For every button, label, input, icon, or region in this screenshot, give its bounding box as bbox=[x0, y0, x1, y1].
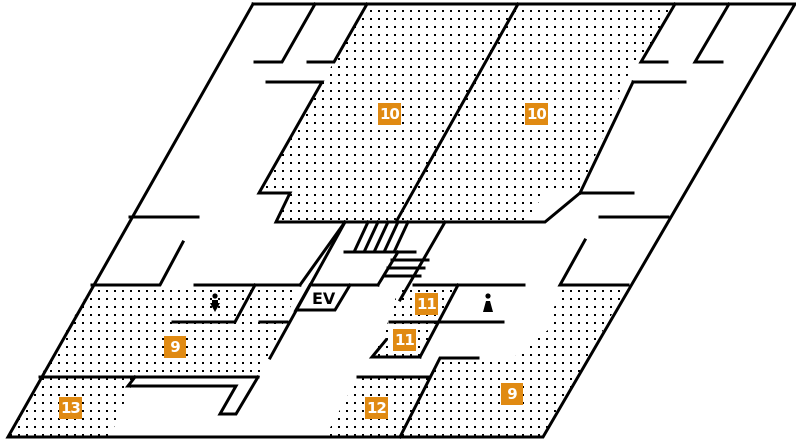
elevator-label[interactable]: EV bbox=[312, 289, 336, 308]
wall bbox=[171, 282, 258, 324]
female-restroom-icon bbox=[210, 293, 220, 312]
male-restroom-icon bbox=[483, 293, 493, 312]
wall bbox=[638, 1, 678, 64]
wall bbox=[368, 337, 422, 359]
wall bbox=[124, 374, 261, 416]
wall bbox=[692, 1, 732, 64]
wall bbox=[578, 80, 635, 195]
stairs bbox=[311, 220, 430, 288]
wall bbox=[256, 80, 635, 224]
zone-9-left-area[interactable] bbox=[40, 285, 300, 377]
wall bbox=[397, 356, 480, 440]
elevator-wall bbox=[293, 282, 353, 312]
wall bbox=[393, 1, 521, 225]
wall bbox=[90, 239, 186, 287]
zone-label-10[interactable]: 10 bbox=[378, 103, 401, 125]
wall bbox=[253, 1, 318, 64]
wall bbox=[306, 1, 370, 64]
wall bbox=[557, 237, 630, 287]
zone-label-9[interactable]: 9 bbox=[164, 336, 186, 358]
zone-label-9[interactable]: 9 bbox=[501, 383, 523, 405]
zone-label-11[interactable]: 11 bbox=[415, 293, 438, 315]
zone-label-12[interactable]: 12 bbox=[365, 397, 388, 419]
zone-label-13[interactable]: 13 bbox=[59, 397, 82, 419]
zone-label-10[interactable]: 10 bbox=[525, 103, 548, 125]
zone-9-right-area[interactable] bbox=[400, 285, 628, 437]
zone-label-11[interactable]: 11 bbox=[393, 329, 416, 351]
outer-wall bbox=[5, 1, 796, 439]
wall bbox=[297, 219, 348, 288]
